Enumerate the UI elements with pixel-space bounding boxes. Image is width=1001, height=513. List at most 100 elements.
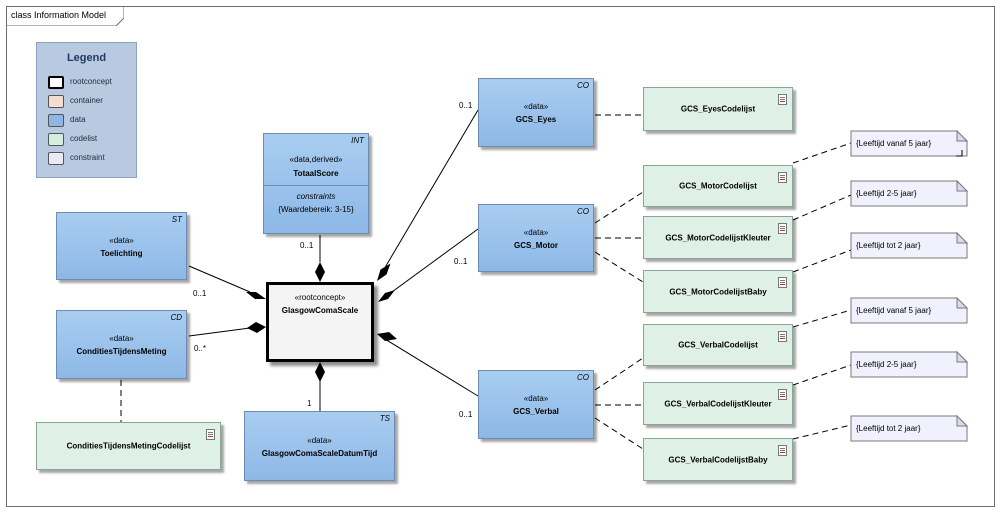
note-verbal: {Leeftijd vanaf 5 jaar}	[856, 306, 932, 315]
note-link-verbal	[792, 309, 852, 328]
note-link-verbal-baby	[792, 424, 852, 440]
codelist-gcs-motor-kleuter[interactable]: GCS_MotorCodelijstKleuter	[643, 216, 793, 259]
class-conditiestijdensmeting[interactable]: CD «data» ConditiesTijdensMeting	[56, 310, 187, 379]
codelist-name: GCS_EyesCodelijst	[680, 104, 756, 114]
multiplicity-condities: 0..*	[194, 344, 207, 353]
class-type: TS	[379, 414, 390, 423]
codelist-name: GCS_VerbalCodelijst	[678, 340, 758, 350]
legend-label-constraint: constraint	[70, 153, 105, 162]
note-verbal-kleuter: {Leeftijd 2-5 jaar}	[856, 360, 917, 369]
note-motor-baby: {Leeftijd tot 2 jaar}	[856, 241, 921, 250]
class-name: Toelichting	[100, 249, 143, 258]
codelist-gcs-eyes[interactable]: GCS_EyesCodelijst	[643, 87, 793, 131]
legend-swatch-container	[48, 95, 64, 108]
class-name: GCS_Motor	[514, 241, 558, 250]
edge-eyes	[379, 109, 479, 277]
class-type: CO	[577, 373, 589, 382]
class-type: CD	[170, 313, 182, 322]
class-name: ConditiesTijdensMeting	[76, 347, 167, 356]
multiplicity-verbal: 0..1	[459, 410, 473, 419]
class-totaalscore[interactable]: INT «data,derived» TotaalScore constrain…	[263, 133, 369, 234]
note-link-verbal-kleuter	[792, 364, 852, 386]
class-stereotype: «rootconcept»	[294, 293, 346, 302]
note-verbal-kleuter-shape	[850, 351, 968, 378]
note-verbal-baby: {Leeftijd tot 2 jaar}	[856, 424, 921, 433]
codelist-gcs-verbal-kleuter[interactable]: GCS_VerbalCodelijstKleuter	[643, 382, 793, 425]
multiplicity-totaal: 0..1	[300, 241, 314, 250]
note-verbal-baby-shape	[850, 415, 968, 442]
legend-label-data: data	[70, 115, 86, 124]
class-stereotype: «data»	[523, 394, 549, 403]
codelist-name: GCS_VerbalCodelijstBaby	[668, 455, 768, 464]
diamond-verbal	[377, 332, 397, 341]
note-motor-baby-shape	[850, 232, 968, 259]
codelist-gcs-verbal[interactable]: GCS_VerbalCodelijst	[643, 324, 793, 366]
constraint-text: {Waardebereik: 3-15}	[278, 205, 354, 214]
edge-motor	[380, 228, 479, 301]
edge-verbal	[379, 335, 479, 397]
edge-condities	[188, 327, 251, 337]
frame-title-tab	[6, 6, 124, 26]
multiplicity-datumtijd: 1	[307, 399, 312, 408]
codelist-gcs-motor-baby[interactable]: GCS_MotorCodelijstBaby	[643, 270, 793, 313]
class-stereotype: «data»	[523, 228, 549, 237]
note-link-motor	[792, 142, 852, 164]
codelist-gcs-verbal-baby[interactable]: GCS_VerbalCodelijstBaby	[643, 438, 793, 481]
document-icon	[778, 277, 787, 288]
multiplicity-eyes: 0..1	[459, 101, 473, 110]
note-motor: {Leeftijd vanaf 5 jaar}	[856, 139, 932, 148]
note-link-motor-kleuter	[792, 194, 852, 221]
dep-verbal-codelijst	[594, 357, 644, 391]
note-motor-kleuter-shape	[850, 180, 968, 207]
codelist-name: GCS_VerbalCodelijstKleuter	[664, 399, 772, 408]
class-name: GCS_Verbal	[513, 407, 559, 416]
class-glasgowcomascale[interactable]: «rootconcept» GlasgowComaScale	[266, 282, 374, 362]
class-type: ST	[171, 215, 182, 224]
class-gcs-eyes[interactable]: CO «data» GCS_Eyes	[478, 78, 594, 147]
legend-title: Legend	[66, 52, 107, 64]
edge-toelichting	[188, 265, 251, 293]
diamond-eyes	[377, 263, 391, 281]
diamond-motor	[378, 290, 395, 302]
class-stereotype: «data»	[109, 236, 134, 245]
note-verbal-shape	[850, 297, 968, 324]
legend: Legend rootconcept container data codeli…	[36, 42, 137, 178]
class-gcs-verbal[interactable]: CO «data» GCS_Verbal	[478, 370, 594, 439]
document-icon	[778, 223, 787, 234]
dep-motor-codelijst	[594, 191, 644, 224]
class-type: CO	[577, 207, 589, 216]
class-name: GCS_Eyes	[515, 115, 557, 124]
diamond-datumtijd	[315, 362, 325, 382]
class-gcs-motor[interactable]: CO «data» GCS_Motor	[478, 204, 594, 272]
frame-title: class Information Model	[11, 10, 107, 20]
class-stereotype: «data»	[523, 102, 549, 111]
diamond-toelichting	[246, 292, 266, 299]
codelist-name: GCS_MotorCodelijstKleuter	[665, 233, 771, 242]
dep-motor-baby	[594, 251, 644, 283]
document-icon	[778, 172, 787, 183]
document-icon	[778, 331, 787, 342]
legend-swatch-constraint	[48, 152, 64, 165]
codelist-name: ConditiesTijdensMetingCodelijst	[66, 441, 191, 451]
legend-swatch-codelist	[48, 133, 64, 146]
codelist-conditiestijdensmeting[interactable]: ConditiesTijdensMetingCodelijst	[36, 422, 221, 470]
class-type: INT	[351, 136, 364, 145]
class-name: TotaalScore	[293, 169, 339, 178]
note-motor-kleuter: {Leeftijd 2-5 jaar}	[856, 189, 917, 198]
class-stereotype: «data»	[307, 436, 332, 445]
class-name: GlasgowComaScale	[281, 306, 359, 315]
constraints-header: constraints	[296, 192, 336, 201]
codelist-gcs-motor[interactable]: GCS_MotorCodelijst	[643, 165, 793, 207]
legend-label-container: container	[70, 96, 103, 105]
legend-label-codelist: codelist	[70, 134, 98, 143]
class-glasgowcomascaledatumtijd[interactable]: TS «data» GlasgowComaScaleDatumTijd	[244, 411, 395, 481]
class-toelichting[interactable]: ST «data» Toelichting	[56, 212, 187, 280]
diamond-totaal	[315, 262, 325, 282]
class-stereotype: «data,derived»	[289, 155, 343, 164]
note-link-motor-baby	[792, 249, 852, 273]
document-icon	[778, 389, 787, 400]
legend-label-rootconcept: rootconcept	[70, 77, 112, 86]
diamond-condities	[247, 322, 266, 333]
dep-verbal-baby	[594, 417, 644, 450]
